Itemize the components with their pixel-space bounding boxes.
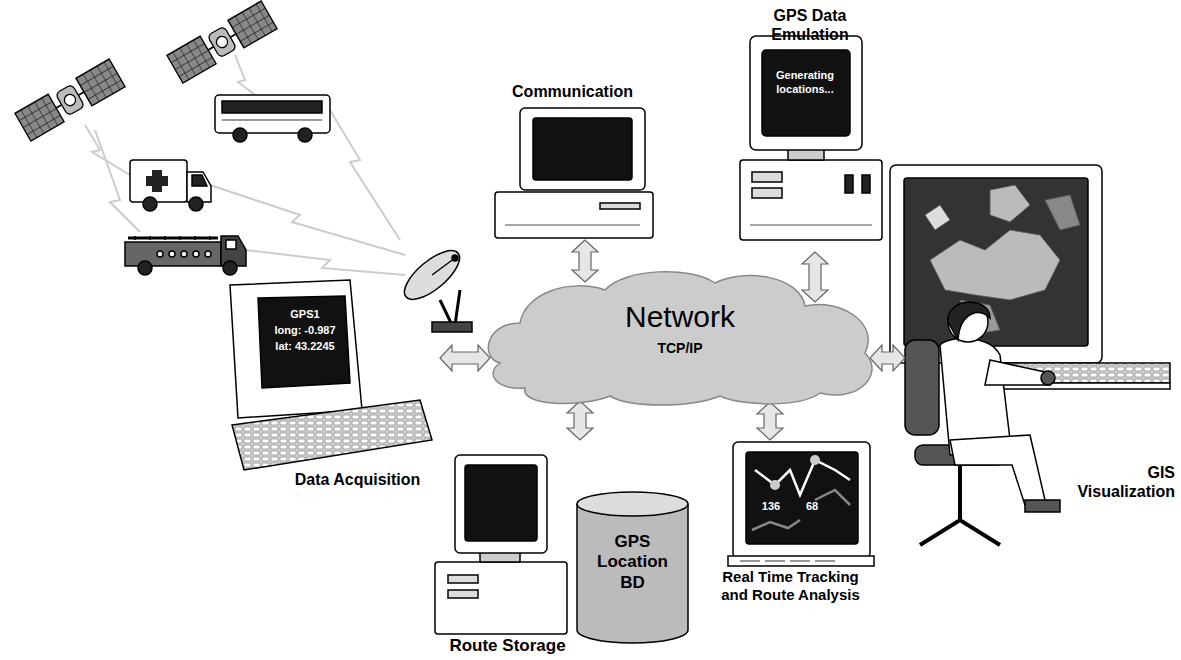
double-arrow [440,345,490,371]
computer-station: Route Storage GPS Location BD [420,440,700,660]
acquisition-computer [230,280,432,470]
computer-station: Communication [490,82,655,240]
computer-station: GPS1 long: -0.987 lat: 43.2245Data Acquisi… [215,275,440,490]
double-arrow [567,401,593,440]
node-label: Real Time Tracking and Route Analysis [708,568,873,604]
emulation-computer [740,36,882,240]
ambulance [130,160,211,211]
node-label: GPS Location BD [587,532,678,593]
double-arrow [802,252,828,302]
satellite-dish [397,242,472,332]
signal-lines [85,55,405,275]
network-cloud-outline [480,268,880,403]
satellite [167,1,277,83]
node-label: GPS Data Emulation [735,6,885,44]
node-label: GPS1 [260,308,350,321]
node-label: Network [580,300,780,333]
double-arrow [870,345,905,371]
node-label: GIS Visualization [1063,463,1175,501]
bus [215,95,330,142]
node-label: Data Acquisition [275,470,440,489]
tracking-monitor [728,442,874,566]
database-cylinder: GPS Location BD [575,490,690,645]
storage-computer [435,455,567,634]
node-label: Route Storage [420,636,595,656]
node-label: lat: 43.2245 [260,340,350,353]
node-label: long: -0.987 [260,324,350,337]
callout-number: 136 [756,500,786,513]
double-arrow [757,402,783,440]
double-arrow [572,240,598,282]
node-label: Generating locations... [765,68,845,97]
node-label: TCP/IP [630,340,730,357]
satellite [15,59,125,141]
callout-number: 68 [800,500,824,513]
communication-computer [495,108,653,238]
computer-station: GPS Data EmulationGenerating locations..… [735,6,885,252]
computer-station: Real Time Tracking and Route Analysis [700,440,880,612]
fire-truck [125,236,246,275]
node-label: Communication [490,82,655,101]
computer-station: GIS Visualization [905,165,1178,560]
network-cloud: NetworkTCP/IP [480,268,880,403]
